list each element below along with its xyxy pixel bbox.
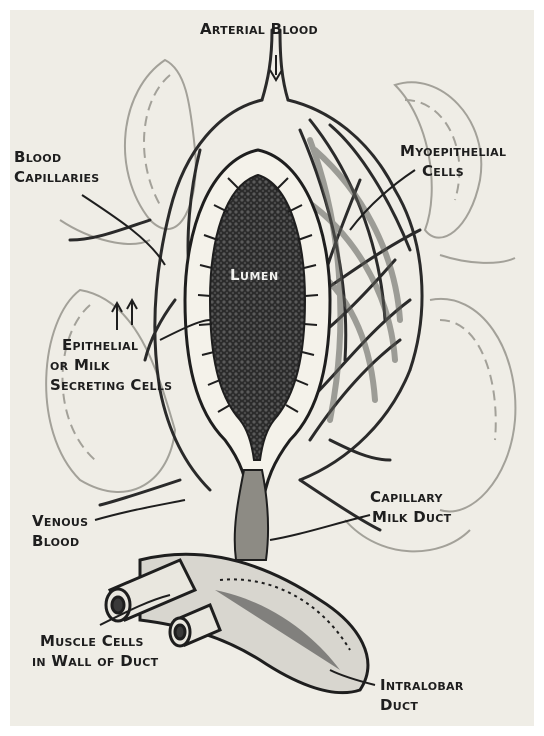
label-myoepithelial-line1: Myoepithelial [400, 142, 506, 160]
label-blood-capillaries-line2: Capillaries [14, 168, 100, 186]
label-intralobar-duct-line1: Intralobar [380, 676, 464, 694]
label-muscle-cells-line1: Muscle Cells [40, 632, 144, 650]
label-intralobar-duct-line2: Duct [380, 696, 418, 714]
label-capillary-milk-duct-line1: Capillary [370, 488, 443, 506]
label-venous-blood-line1: Venous [32, 512, 88, 530]
label-arterial-blood: Arterial Blood [200, 20, 318, 38]
label-epithelial-line2: or Milk [50, 356, 110, 374]
label-epithelial-line3: Secreting Cells [50, 376, 172, 394]
label-capillary-milk-duct-line2: Milk Duct [372, 508, 451, 526]
label-lumen: Lumen [230, 266, 279, 284]
milk-duct [235, 470, 268, 560]
label-epithelial-line1: Epithelial [62, 336, 138, 354]
label-blood-capillaries-line1: Blood [14, 148, 61, 166]
label-venous-blood-line2: Blood [32, 532, 79, 550]
label-myoepithelial-line2: Cells [422, 162, 464, 180]
label-muscle-cells-line2: in Wall of Duct [32, 652, 158, 670]
